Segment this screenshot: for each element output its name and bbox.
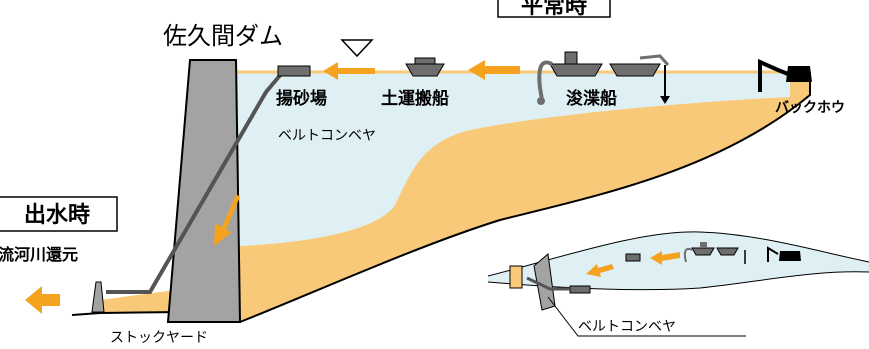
- dredger-crane: [639, 54, 670, 66]
- sand-landing-label: 揚砂場: [276, 88, 327, 109]
- inset-transport-ship: [625, 253, 641, 262]
- belt-conveyor-label: ベルトコンベヤ: [278, 128, 376, 144]
- inset-dredger-2: [716, 247, 739, 256]
- backhoe-bucket: [786, 66, 812, 82]
- downstream-ground-line: [71, 311, 181, 316]
- downstream-return-label: 流河川還元: [0, 245, 78, 264]
- dredger-arm: [537, 60, 553, 101]
- flood-time-label: 出水時: [24, 203, 90, 228]
- arrow-to-landing: [323, 62, 375, 80]
- belt-conveyor-line: [106, 71, 284, 294]
- dredger-anchor: [660, 96, 670, 104]
- inset-callout-line: [547, 296, 746, 337]
- reservoir-bed-line: [239, 72, 811, 323]
- normal-time-label: 平常時: [521, 0, 587, 19]
- sand-landing-platform: [277, 65, 311, 77]
- inset-dredger-arm: [683, 248, 693, 263]
- arrow-down-conveyor: [214, 194, 240, 246]
- inset-river-bank-2: [487, 271, 869, 291]
- dredger-cabin: [564, 51, 578, 65]
- dredger-hull-1: [549, 63, 603, 77]
- dredger-label: 浚渫船: [566, 88, 617, 109]
- water-level-marker: [340, 39, 374, 58]
- stockyard-sand: [100, 290, 175, 312]
- inset-arrow-1: [586, 264, 614, 277]
- inset-arrow-2: [650, 251, 680, 265]
- backhoe-label: バックホウ: [775, 100, 845, 116]
- normal-time-box: [497, 0, 611, 18]
- inset-backhoe-bucket: [779, 251, 801, 261]
- downstream-weir: [91, 281, 105, 313]
- inset-backhoe-arm: [767, 246, 779, 262]
- dredger-bucket: [537, 97, 545, 105]
- transport-ship-cargo: [414, 57, 436, 65]
- dam-body: [166, 59, 242, 323]
- reservoir-water: [236, 72, 790, 246]
- inset-dredger-cabin: [700, 242, 707, 248]
- backhoe-arm: [758, 58, 789, 92]
- inset-map: [487, 231, 869, 311]
- stockyard-label: ストックヤード: [110, 330, 208, 346]
- inset-conveyor-line: [526, 276, 570, 291]
- inset-dredger-1: [691, 247, 715, 256]
- arrow-to-transport: [468, 60, 520, 80]
- inset-sand-landing: [569, 285, 591, 294]
- flood-time-box: [0, 196, 118, 232]
- dredger-hull-2: [609, 63, 661, 77]
- inset-sand-yard: [509, 265, 523, 289]
- transport-ship-label: 土運搬船: [381, 88, 449, 109]
- inset-river-bank-1: [487, 231, 869, 277]
- reservoir-sediment: [240, 72, 810, 322]
- inset-river: [488, 231, 869, 290]
- inset-belt-conveyor-label: ベルトコンベヤ: [578, 319, 676, 335]
- transport-ship: [405, 63, 445, 77]
- arrow-downstream: [25, 286, 60, 314]
- dam-label: 佐久間ダム: [163, 22, 283, 50]
